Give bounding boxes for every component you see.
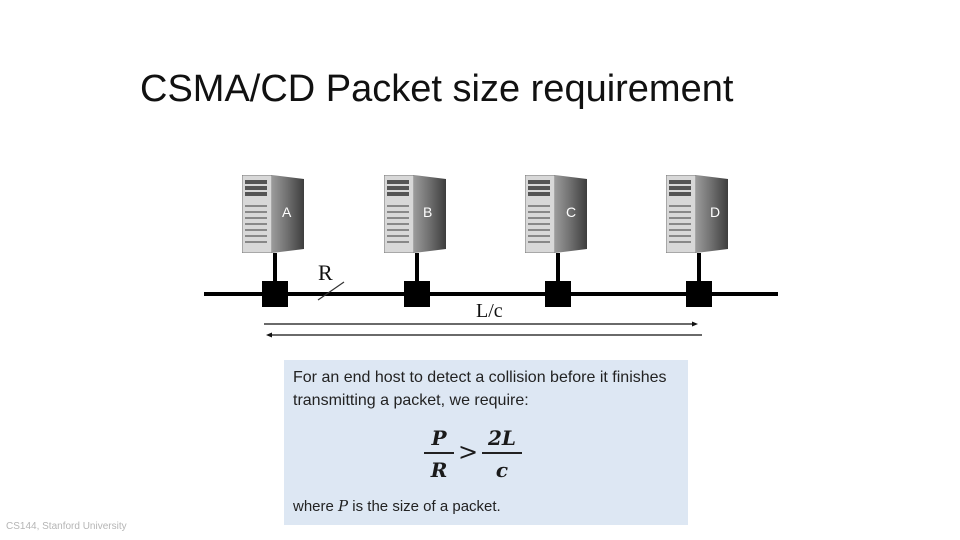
left-numerator: P	[431, 426, 447, 450]
link-rate-label: R	[318, 260, 333, 285]
host-b-drop-cable	[415, 253, 419, 281]
footnote-suffix: is the size of a packet.	[352, 498, 501, 515]
shared-ethernet-bus	[204, 292, 778, 296]
course-footer: CS144, Stanford University	[6, 521, 127, 532]
forward-arrowhead	[692, 321, 698, 327]
host-a-drop-cable	[273, 253, 277, 281]
host-label-c: C	[566, 204, 577, 220]
propagation-delay-label: L/c	[476, 300, 503, 322]
requirement-text: For an end host to detect a collision be…	[293, 369, 667, 409]
left-denominator: R	[430, 458, 448, 482]
rate-slash-mark	[317, 281, 345, 301]
host-label-d: D	[710, 204, 721, 220]
right-fraction-bar	[482, 452, 522, 454]
footnote-prefix: where	[293, 498, 334, 515]
right-denominator: c	[495, 458, 509, 482]
right-fraction: 2L c	[482, 426, 522, 482]
greater-than-operator: >	[458, 438, 479, 466]
packet-size-footnote: where P is the size of a packet.	[293, 497, 501, 515]
left-fraction-bar	[424, 452, 454, 454]
return-arrowhead	[266, 332, 272, 338]
server-icon-b	[384, 175, 446, 253]
host-d-drop-cable	[697, 253, 701, 281]
host-label-b: B	[423, 204, 433, 220]
left-fraction: P R	[424, 426, 454, 482]
slide-title: CSMA/CD Packet size requirement	[140, 68, 734, 110]
server-icon-d	[666, 175, 728, 253]
server-icon-c	[525, 175, 587, 253]
server-icon-a	[242, 175, 304, 253]
propagation-arrows	[264, 321, 702, 338]
requirement-note-box: For an end host to detect a collision be…	[284, 360, 688, 525]
host-c-drop-cable	[556, 253, 560, 281]
right-numerator: 2L	[488, 426, 516, 450]
footnote-variable: P	[338, 497, 349, 515]
host-label-a: A	[282, 204, 292, 220]
